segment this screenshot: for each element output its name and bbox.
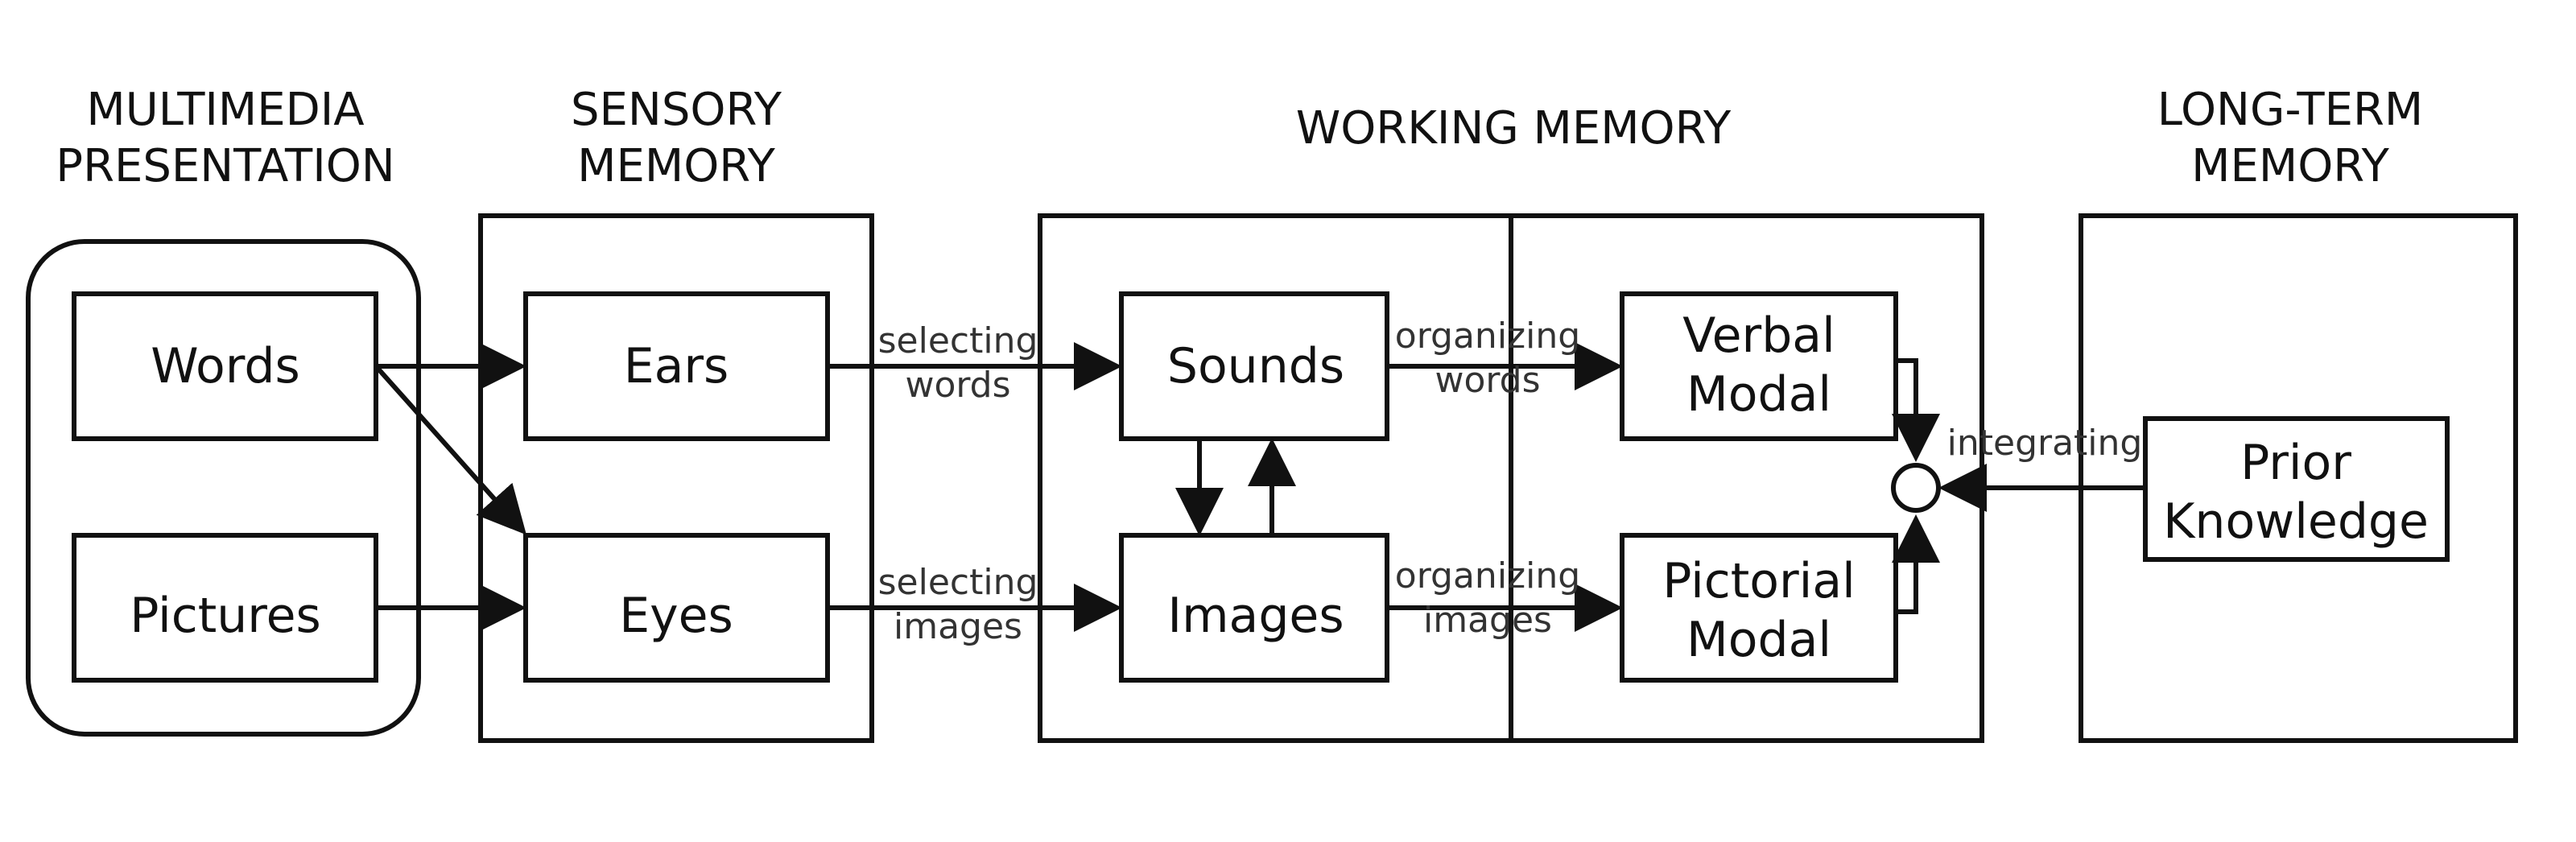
words-label: Words <box>151 338 299 394</box>
arrow-verbal-modal-to-integration <box>1892 358 1940 462</box>
eyes-label: Eyes <box>619 588 733 644</box>
pictorial-modal-label-line2: Modal <box>1686 612 1831 668</box>
arrow-pictorial-modal-to-integration <box>1892 514 1940 614</box>
multimedia-frame <box>26 239 421 737</box>
label-selecting-images-line1: selecting <box>878 562 1038 603</box>
pictures-box <box>72 533 378 683</box>
verbal-modal-label-line2: Modal <box>1686 366 1831 423</box>
integration-node <box>1891 463 1941 513</box>
sounds-box <box>1119 291 1389 441</box>
words-box <box>72 291 378 441</box>
label-organizing-images-line2: images <box>1423 600 1552 641</box>
images-box <box>1119 533 1389 683</box>
heading-sensory-line1: SENSORY <box>571 84 782 136</box>
verbal-modal-box <box>1620 291 1898 441</box>
label-selecting-images-line2: images <box>894 606 1022 647</box>
ears-label: Ears <box>624 338 729 394</box>
label-organizing-words-line1: organizing <box>1395 316 1580 357</box>
pictorial-modal-box <box>1620 533 1898 683</box>
label-organizing-images-line1: organizing <box>1395 555 1580 596</box>
arrow-words-to-eyes <box>374 365 526 535</box>
heading-longterm-line2: MEMORY <box>2191 140 2389 192</box>
prior-knowledge-box <box>2143 416 2450 562</box>
sounds-label: Sounds <box>1167 338 1344 394</box>
prior-knowledge-label-line2: Knowledge <box>2163 493 2429 550</box>
long-term-memory-frame <box>2079 213 2518 743</box>
pictorial-modal-label-line1: Pictorial <box>1662 553 1856 609</box>
sensory-memory-frame <box>478 213 874 743</box>
verbal-modal-label-line1: Verbal <box>1682 307 1835 364</box>
label-organizing-words-line2: words <box>1435 360 1540 401</box>
heading-working-memory: WORKING MEMORY <box>1296 102 1732 155</box>
images-label: Images <box>1167 588 1344 644</box>
heading-multimedia-line2: PRESENTATION <box>56 140 394 192</box>
heading-multimedia-line1: MULTIMEDIA <box>86 84 364 136</box>
label-selecting-words-line1: selecting <box>878 320 1038 361</box>
label-integrating: integrating <box>1947 423 2143 464</box>
label-selecting-words-line2: words <box>905 365 1010 406</box>
prior-knowledge-label-line1: Prior <box>2240 435 2351 491</box>
heading-longterm-line1: LONG-TERM <box>2157 84 2423 136</box>
heading-sensory-line2: MEMORY <box>577 140 775 192</box>
pictures-label: Pictures <box>130 588 321 644</box>
